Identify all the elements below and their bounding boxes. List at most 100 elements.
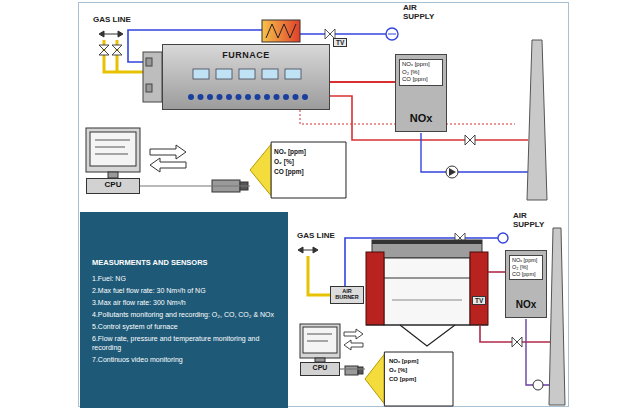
readout-box: [271, 142, 346, 198]
burner-nozzle: [207, 94, 213, 100]
sample-pipe: [421, 133, 529, 172]
furnace-box: FURNACE: [162, 44, 330, 110]
data-exchange-arrow: [150, 145, 186, 159]
stack: [549, 228, 565, 405]
monitor: [300, 324, 340, 358]
air-fan: [386, 28, 398, 40]
node-text: FURNACE: [163, 50, 329, 60]
gas-arrow: [99, 31, 104, 37]
furnace-front: [143, 52, 162, 102]
pump: [449, 168, 456, 176]
stack: [549, 228, 565, 405]
sample-pipe: [526, 319, 551, 385]
data-exchange-arrow: [344, 329, 363, 339]
pipe-connector: [140, 185, 250, 186]
flue-valve: [465, 135, 475, 145]
node-text: 7.Continuos video monitoring: [92, 355, 278, 364]
refractory-wall: [366, 252, 384, 325]
furnace-roof: [372, 240, 482, 258]
node-text: O₂ [%]: [402, 69, 440, 77]
flue-valve: [512, 337, 522, 347]
camera-readout: NOₓ [ppm]O₂ [%]CO [ppm]: [250, 142, 346, 198]
stack: [527, 40, 547, 200]
air-fan: [498, 233, 508, 243]
burner-nozzle: [255, 94, 261, 100]
sample-pipe: [421, 133, 529, 172]
pump: [533, 380, 543, 390]
monitor: [90, 132, 136, 166]
gas-arrow: [313, 247, 318, 253]
air-fan: [386, 28, 398, 40]
monitor: [95, 140, 130, 141]
pump: [446, 166, 458, 178]
node-text: 1.Fuel: NG: [92, 274, 278, 283]
gas-arrow: [118, 31, 123, 37]
air-heater: [262, 20, 300, 42]
air-pipe: [300, 33, 386, 35]
burner-nozzle: [293, 94, 299, 100]
node-text: CO [ppm]: [402, 76, 440, 84]
pipe-connector: [330, 81, 395, 83]
refractory-wall: [470, 252, 488, 325]
air-heater: [266, 24, 296, 38]
line-label: GAS LINE: [296, 232, 336, 241]
pump: [446, 166, 458, 178]
camera-beam: [365, 354, 384, 404]
burner-nozzle: [217, 94, 223, 100]
burner-nozzle: [274, 94, 280, 100]
burner-nozzle: [236, 94, 242, 100]
burner-nozzle: [198, 94, 204, 100]
refractory-wall: [366, 252, 488, 325]
node-text: NOₓ [ppm]: [274, 147, 343, 157]
camera: [345, 366, 363, 375]
gas-pipe: [308, 256, 330, 295]
gas-arrow: [298, 247, 318, 253]
camera-label: TV: [472, 296, 486, 305]
camera-beam: [250, 144, 271, 196]
burner-box: AIR BURNER: [330, 286, 364, 304]
cpu-box: CPU: [300, 362, 340, 376]
air-heater: [262, 20, 300, 42]
gas-pipe: [308, 256, 330, 295]
node-text: O₂ [%]: [389, 366, 450, 375]
flue-pipe: [488, 271, 505, 273]
gas-arrow: [298, 247, 303, 253]
analyzer-box: NOxNOₓ [ppm]O₂ [%]CO [ppm]: [505, 250, 547, 318]
hopper: [400, 325, 455, 346]
camera: [345, 366, 358, 375]
furnace-window: [262, 69, 278, 79]
line-label: AIR SUPPLY: [512, 212, 548, 230]
camera-readout: NOₓ [ppm]O₂ [%]CO [ppm]: [365, 352, 453, 406]
furnace-roof: [372, 240, 482, 258]
furnace-chamber: [392, 300, 462, 301]
data-exchange-arrow: [150, 158, 186, 172]
furnace-chamber: [384, 278, 470, 279]
data-exchange-arrow: [344, 340, 363, 350]
analyzer-box: NOx NOₓ [ppm]O₂ [%]CO [ppm]: [395, 54, 447, 132]
furnace-window: [285, 69, 301, 79]
node-text: AIR BURNER: [332, 288, 362, 301]
furnace-front: [146, 58, 152, 66]
gas-pipe: [104, 40, 143, 72]
node-text: NOₓ [ppm]: [402, 61, 440, 69]
furnace-chamber: [384, 258, 470, 325]
readout-box: [384, 352, 453, 406]
sample-pipe: [526, 319, 551, 385]
camera-label: TV: [333, 38, 347, 47]
gas-pipe: [104, 40, 143, 72]
cpu-box: CPU: [86, 178, 140, 194]
pump: [533, 380, 543, 390]
burner-nozzle: [245, 94, 251, 100]
hopper: [366, 324, 488, 325]
furnace-window: [239, 69, 255, 79]
node-text: NOx: [516, 299, 537, 310]
monitor: [303, 327, 337, 353]
node-text: 2.Max fuel flow rate: 30 Nm³/h of NG: [92, 286, 278, 295]
node-text: MEASURMENTS AND SENSORS: [92, 258, 278, 268]
data-exchange-arrow: [150, 145, 186, 172]
node-text: NOₓ [ppm]: [512, 257, 540, 264]
burner-nozzle: [188, 94, 194, 100]
pipe-connector: [340, 368, 365, 369]
node-text: NOx: [410, 112, 433, 124]
node-text: CO [ppm]: [512, 271, 540, 278]
